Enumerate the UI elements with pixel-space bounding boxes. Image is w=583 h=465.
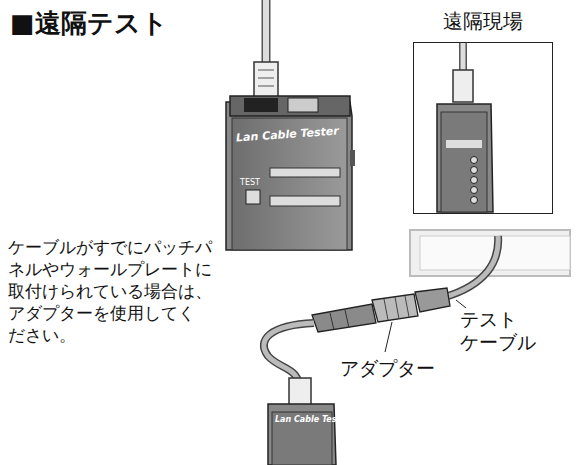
box-heading: 遠隔現場	[411, 8, 555, 35]
part-label: アダプター	[340, 356, 435, 382]
part-label: テスト ケーブル	[460, 308, 550, 354]
remote-unit	[437, 104, 493, 212]
bottom-unit	[268, 404, 336, 465]
site-box: 遠隔現場	[411, 8, 555, 214]
leader-line	[385, 322, 392, 352]
test-cable	[445, 236, 498, 297]
site-border	[413, 42, 553, 214]
device-print: Lan Cable Tester	[275, 415, 350, 424]
leader-line	[456, 300, 466, 308]
cable	[262, 0, 271, 70]
main-tester	[226, 102, 352, 250]
title: ■遠隔テスト	[10, 6, 168, 41]
button-label: TEST	[240, 178, 260, 187]
adapter	[372, 294, 418, 322]
note-text: ケーブルがすでにパッチパ ネルやウォールプレートに 取付けられている場合は、 ア…	[8, 236, 240, 346]
